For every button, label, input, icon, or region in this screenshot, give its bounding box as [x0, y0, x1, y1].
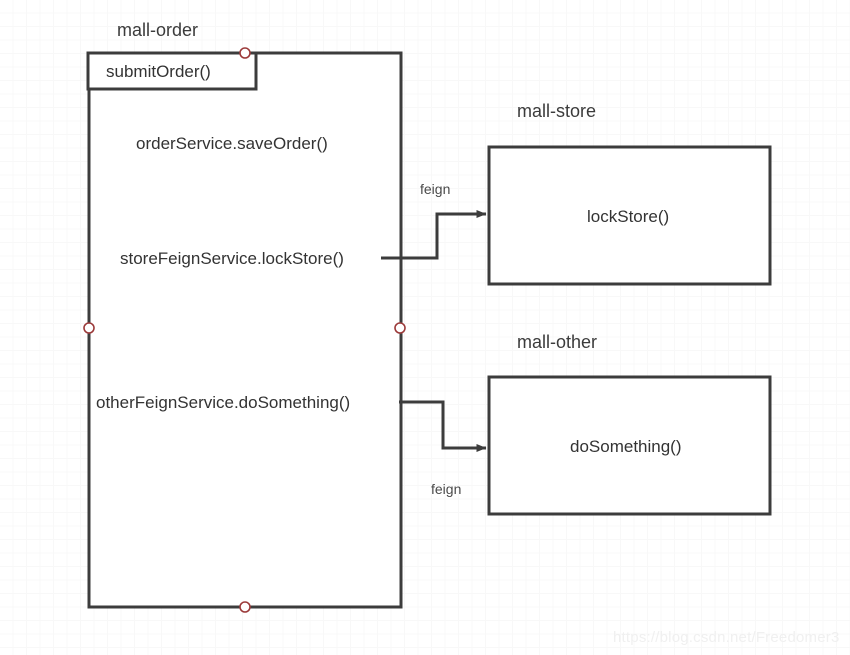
- feign-label-bottom: feign: [431, 481, 462, 497]
- mall-order-title: mall-order: [117, 20, 199, 40]
- call-label-lock-store: storeFeignService.lockStore(): [120, 249, 344, 268]
- call-label-do-something: otherFeignService.doSomething(): [96, 393, 351, 412]
- watermark-text: https://blog.csdn.net/Freedomer3: [613, 629, 840, 646]
- connector-feign-other[interactable]: [399, 400, 487, 452]
- feign-label-top: feign: [420, 181, 451, 197]
- mall-store-box[interactable]: [487, 145, 772, 286]
- mall-other-box[interactable]: [487, 375, 772, 516]
- anchor-point-top[interactable]: [239, 47, 251, 59]
- anchor-point-bottom[interactable]: [239, 601, 251, 613]
- mall-order-box[interactable]: [87, 51, 403, 609]
- connector-feign-store[interactable]: [381, 210, 487, 260]
- mall-store-title: mall-store: [517, 101, 597, 121]
- mall-other-title: mall-other: [517, 332, 598, 352]
- lock-store-label: lockStore(): [587, 207, 670, 226]
- do-something-label: doSomething(): [570, 437, 682, 456]
- submit-order-box[interactable]: [86, 51, 258, 91]
- anchor-point-right[interactable]: [394, 322, 406, 334]
- call-label-save-order: orderService.saveOrder(): [136, 134, 328, 153]
- anchor-point-left[interactable]: [83, 322, 95, 334]
- submit-order-label: submitOrder(): [106, 62, 211, 81]
